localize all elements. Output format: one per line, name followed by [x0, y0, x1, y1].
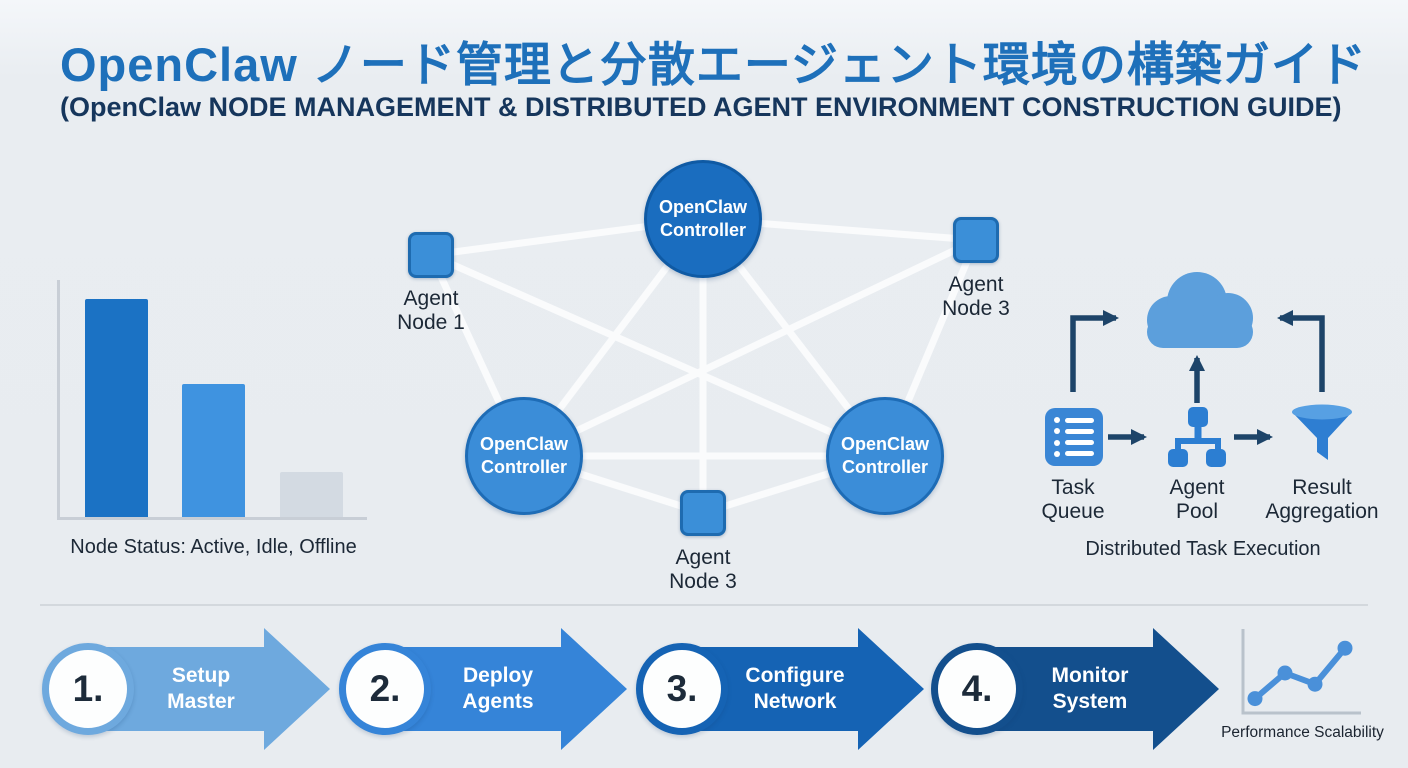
performance-caption: Performance Scalability — [1221, 724, 1384, 741]
step-number-circle: 3. — [636, 643, 728, 735]
process-step-4: 4. Monitor System — [931, 622, 1227, 756]
node-status-chart — [57, 280, 367, 520]
controller-node-top: OpenClaw Controller — [644, 160, 762, 278]
agent-node-label: Agent Node 3 — [942, 273, 1010, 320]
process-step-1: 1. Setup Master — [42, 622, 338, 756]
step-number-circle: 1. — [42, 643, 134, 735]
step-label: Configure Network — [745, 664, 845, 713]
performance-chart — [1235, 623, 1369, 723]
controller-label: OpenClaw — [840, 434, 929, 454]
controller-node-left: OpenClaw Controller — [465, 397, 583, 515]
step-label: Setup Master — [167, 664, 235, 713]
process-step-arrow — [82, 628, 330, 750]
section-divider — [40, 604, 1368, 606]
controller-node-right: OpenClaw Controller — [826, 397, 944, 515]
agent-node-label: Agent Node 3 — [669, 546, 737, 593]
controller-label: Controller — [480, 457, 567, 477]
agent-node-square — [680, 490, 726, 536]
cloud-icon — [1147, 272, 1253, 348]
task-flow-arrows — [1070, 310, 1325, 445]
page-title: OpenClaw ノード管理と分散エージェント環境の構築ガイド — [60, 38, 1367, 91]
funnel-icon — [1292, 404, 1352, 460]
agent-node-square — [408, 232, 454, 278]
task-queue-icon — [1045, 408, 1103, 466]
step-label: Deploy Agents — [462, 664, 534, 713]
process-step-arrow — [971, 628, 1219, 750]
task-queue-label: Task Queue — [1041, 476, 1105, 523]
agent-pool-icon — [1168, 407, 1226, 467]
step-label: Monitor System — [1051, 664, 1129, 713]
process-step-arrow — [676, 628, 924, 750]
agent-node-label: Agent Node 1 — [397, 287, 465, 334]
agent-node-square — [953, 217, 999, 263]
controller-label: OpenClaw — [658, 197, 747, 217]
process-step-arrow — [379, 628, 627, 750]
step-number-circle: 4. — [931, 643, 1023, 735]
bar-chart-bar — [182, 384, 245, 517]
controller-label: Controller — [659, 220, 746, 240]
controller-label: OpenClaw — [479, 434, 568, 454]
process-step-2: 2. Deploy Agents — [339, 622, 635, 756]
node-status-caption: Node Status: Active, Idle, Offline — [70, 536, 357, 558]
page-subtitle: (OpenClaw NODE MANAGEMENT & DISTRIBUTED … — [60, 92, 1342, 122]
performance-chart-svg — [1241, 629, 1361, 715]
bar-chart-bar — [85, 298, 148, 517]
controller-label: Controller — [841, 457, 928, 477]
agent-pool-label: Agent Pool — [1169, 476, 1225, 523]
bar-chart-bar — [280, 471, 343, 517]
result-aggregation-label: Result Aggregation — [1265, 476, 1379, 523]
task-flow-caption: Distributed Task Execution — [1085, 538, 1321, 560]
step-number-circle: 2. — [339, 643, 431, 735]
process-step-3: 3. Configure Network — [636, 622, 932, 756]
